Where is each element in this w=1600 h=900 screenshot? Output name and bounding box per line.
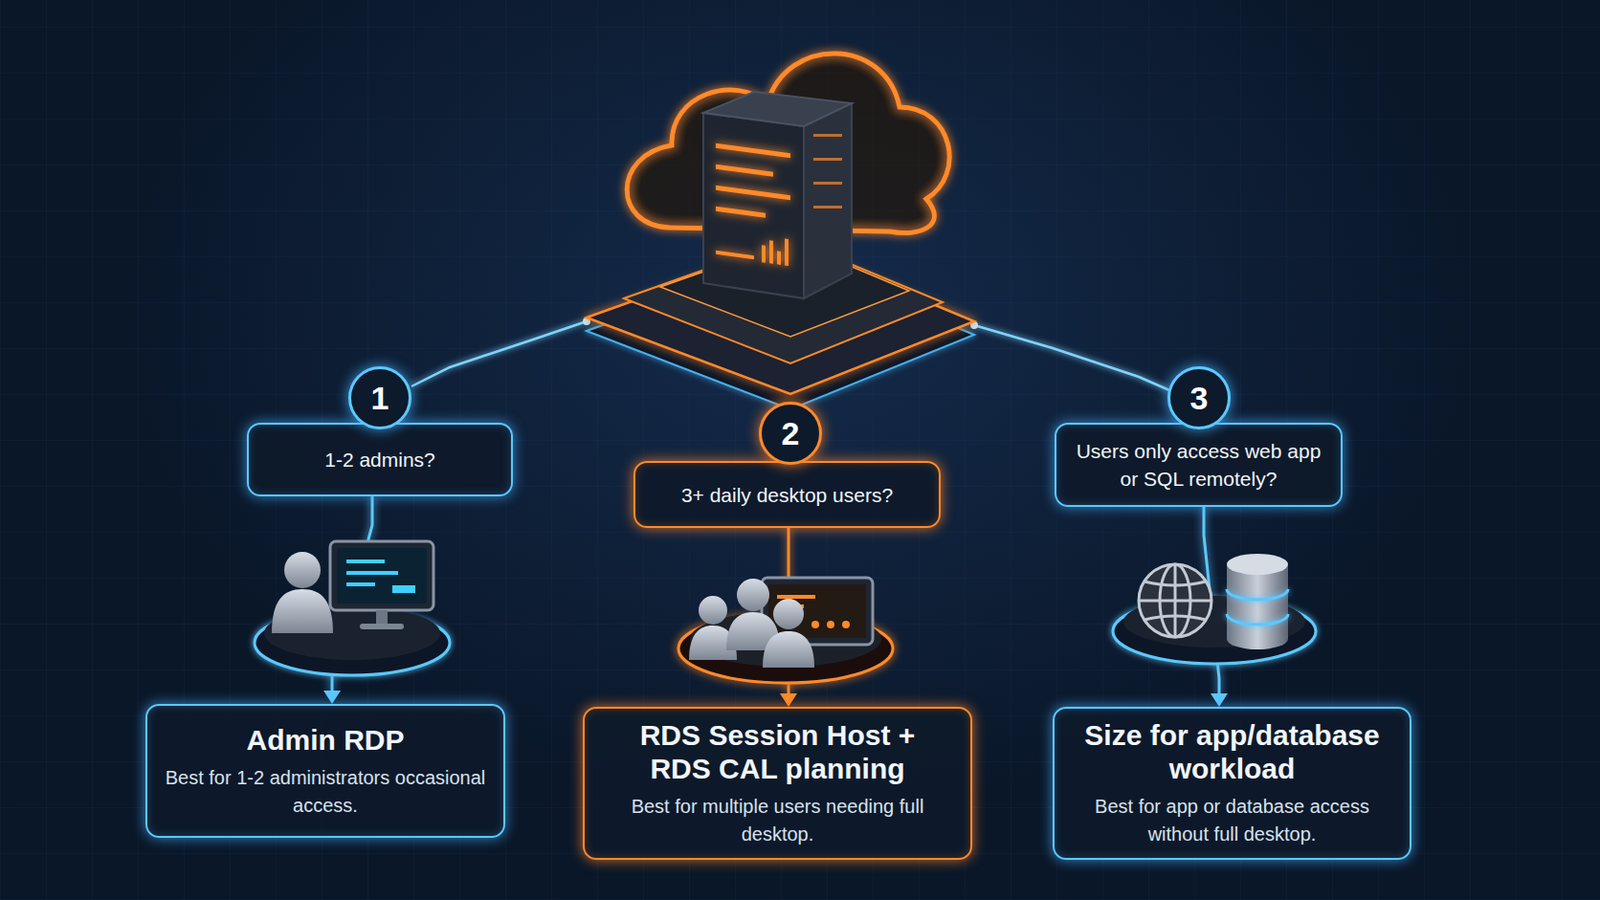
callout-number: 1 [348, 366, 412, 430]
question-text: 3+ daily desktop users? [681, 481, 893, 510]
question-box: Users only access web app or SQL remotel… [1054, 422, 1343, 508]
question-box: 3+ daily desktop users? [633, 461, 941, 529]
server-rack [703, 91, 852, 299]
question-box: 1-2 admins? [246, 422, 513, 497]
result-box: Admin RDP Best for 1-2 administrators occ… [145, 704, 506, 839]
callout-number: 3 [1167, 366, 1231, 430]
result-body: Best for 1-2 administrators occasional a… [164, 764, 487, 821]
question-text: 1-2 admins? [324, 445, 436, 474]
arrow-head [779, 693, 798, 708]
web-database-icon [1112, 554, 1316, 665]
result-box: RDS Session Host + RDS CAL planningBest … [582, 707, 973, 861]
result-box: Size for app/database workloadBest for a… [1052, 707, 1412, 861]
users-icon [678, 577, 893, 684]
result-heading: Size for app/database workload [1071, 718, 1393, 786]
result-body: Best for multiple users needing full des… [601, 793, 954, 849]
question-text: Users only access web app or SQL remotel… [1073, 437, 1324, 493]
result-body: Best for app or database access without … [1071, 793, 1393, 849]
admin-icon [254, 541, 450, 676]
arrow-head [1210, 693, 1228, 708]
result-heading: Admin RDP [246, 723, 405, 757]
arrow-head [323, 690, 341, 705]
callout-number: 2 [758, 401, 823, 466]
result-heading: RDS Session Host + RDS CAL planning [634, 718, 922, 786]
